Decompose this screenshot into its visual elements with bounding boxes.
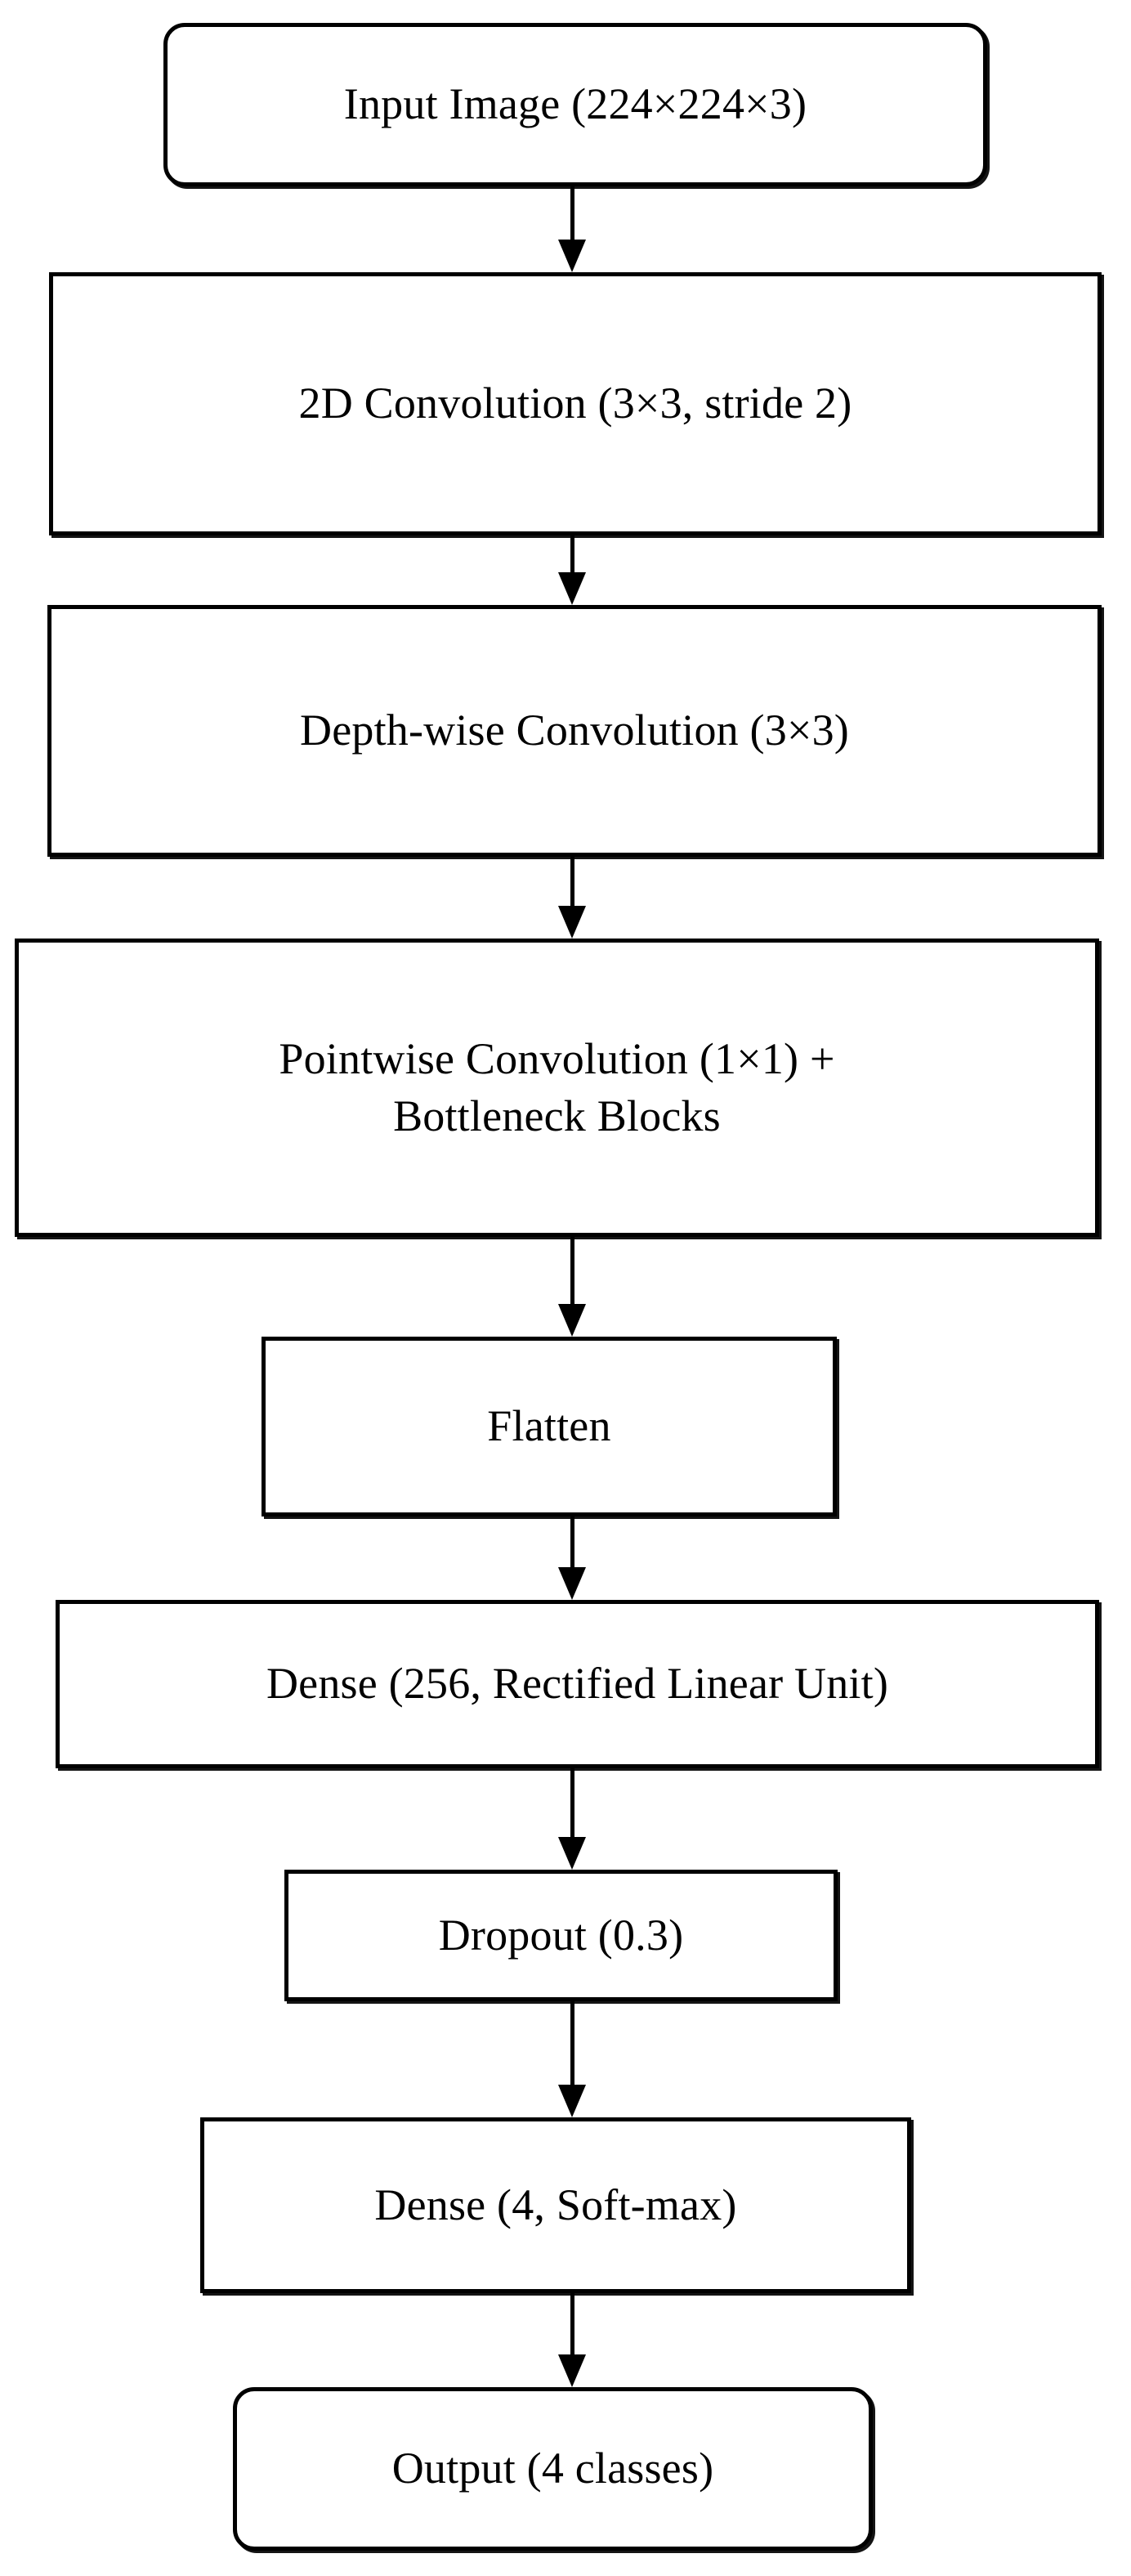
node-label-dropout: Dropout (0.3) [438, 1910, 684, 1960]
node-label-dense-4: Dense (4, Soft-max) [374, 2180, 737, 2229]
arrow-dense-4-to-output [539, 2293, 605, 2387]
node-depthwise-conv: Depth-wise Convolution (3×3) [47, 605, 1102, 857]
node-label-dense-256: Dense (256, Rectified Linear Unit) [266, 1659, 889, 1709]
arrow-dense-256-to-dropout [539, 1768, 605, 1870]
arrow-shaft [570, 186, 574, 240]
node-label-depthwise-conv: Depth-wise Convolution (3×3) [300, 706, 849, 755]
node-pointwise-conv: Pointwise Convolution (1×1) + Bottleneck… [15, 939, 1099, 1237]
arrow-shaft [570, 1516, 574, 1567]
arrow-shaft [570, 2293, 574, 2354]
node-flatten: Flatten [262, 1337, 837, 1516]
node-label-output: Output (4 classes) [391, 2444, 714, 2493]
arrow-shaft [570, 1237, 574, 1304]
arrow-shaft [570, 1768, 574, 1837]
arrow-head-down-icon [558, 906, 586, 939]
node-conv2d: 2D Convolution (3×3, stride 2) [49, 272, 1102, 535]
arrow-shaft [570, 857, 574, 906]
arrow-flatten-to-dense-256 [539, 1516, 605, 1600]
node-label-conv2d: 2D Convolution (3×3, stride 2) [298, 379, 852, 428]
arrow-head-down-icon [558, 1837, 586, 1870]
node-label-flatten: Flatten [487, 1401, 611, 1451]
arrow-head-down-icon [558, 2085, 586, 2117]
arrow-shaft [570, 535, 574, 572]
node-label-input-image: Input Image (224×224×3) [343, 79, 807, 129]
arrow-pointwise-conv-to-flatten [539, 1237, 605, 1337]
node-dropout: Dropout (0.3) [284, 1870, 838, 2001]
arrow-head-down-icon [558, 240, 586, 272]
arrow-conv2d-to-depthwise-conv [539, 535, 605, 605]
arrow-dropout-to-dense-4 [539, 2001, 605, 2117]
arrow-depthwise-conv-to-pointwise-conv [539, 857, 605, 939]
arrow-head-down-icon [558, 2354, 586, 2387]
arrow-head-down-icon [558, 1304, 586, 1337]
arrow-head-down-icon [558, 1567, 586, 1600]
arrow-head-down-icon [558, 572, 586, 605]
arrow-shaft [570, 2001, 574, 2085]
node-dense-4: Dense (4, Soft-max) [200, 2117, 911, 2293]
arrow-input-image-to-conv2d [539, 186, 605, 272]
node-dense-256: Dense (256, Rectified Linear Unit) [56, 1600, 1099, 1768]
node-label-pointwise-conv: Pointwise Convolution (1×1) + Bottleneck… [279, 1034, 835, 1140]
node-input-image: Input Image (224×224×3) [163, 23, 987, 186]
node-output: Output (4 classes) [233, 2387, 873, 2551]
